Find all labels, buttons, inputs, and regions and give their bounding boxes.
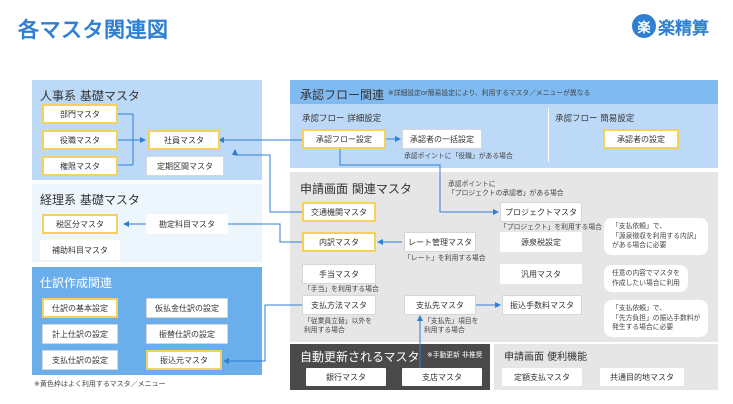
fee-callout: 「支払依頼」で、 「先方負担」の振込手数料が 発生する場合に必要 xyxy=(604,300,709,337)
allowance-use-note: 「手当」を利用する場合 xyxy=(304,285,379,293)
method-use-note-line1: 「従業員立替」以外を xyxy=(304,317,372,325)
auto-panel-note: ※手動更新 非推奨 xyxy=(427,351,483,359)
employee-master-box[interactable]: 社員マスタ xyxy=(148,130,220,150)
transport-master-box[interactable]: 交通機関マスタ xyxy=(302,202,376,222)
journal-panel-title: 仕訳作成関連 xyxy=(40,276,113,290)
commute-master-box[interactable]: 定期区間マスタ xyxy=(146,156,224,176)
account-master-box[interactable]: 勘定科目マスタ xyxy=(146,214,228,234)
acct-panel-title: 経理系 基礎マスタ xyxy=(40,193,140,207)
generic-callout-line2: 作成したい場合に利用 xyxy=(612,278,680,287)
approval-header xyxy=(290,80,718,104)
dept-master-box[interactable]: 部門マスタ xyxy=(42,104,118,124)
hr-panel-title: 人事系 基礎マスタ xyxy=(40,89,140,103)
generic-master-box[interactable]: 汎用マスタ xyxy=(500,264,582,284)
bulk-approver-box[interactable]: 承認者の一括設定 xyxy=(402,129,482,149)
tax-master-box[interactable]: 税区分マスタ xyxy=(42,214,118,234)
footer-note: ※黄色枠はよく利用するマスタ／メニュー xyxy=(34,380,166,388)
payee-use-note: 「支払先」項目を 利用する場合 xyxy=(424,317,478,335)
approval-detail-title: 承認フロー 詳細設定 xyxy=(302,114,382,124)
approval-panel: 承認フロー関連 ※詳細設定or簡易設定により、利用するマスタ／メニューが異なる … xyxy=(290,80,718,168)
role-master-box[interactable]: 役職マスタ xyxy=(42,130,118,150)
rate-use-note: 「レート」を利用する場合 xyxy=(404,254,486,262)
common-destination-box[interactable]: 共通目的地マスタ xyxy=(600,368,684,386)
bank-master-box[interactable]: 銀行マスタ xyxy=(306,368,386,386)
approval-panel-title: 承認フロー関連 xyxy=(300,88,385,102)
payee-master-box[interactable]: 支払先マスタ xyxy=(404,295,476,315)
fee-callout-line1: 「支払依頼」で、 xyxy=(612,304,667,312)
basic-journal-box[interactable]: 仕訳の基本設定 xyxy=(42,298,118,318)
perm-master-box[interactable]: 権限マスタ xyxy=(42,156,118,176)
payment-journal-box[interactable]: 支払仕訳の設定 xyxy=(42,350,118,370)
role-approval-note: 承認ポイントに「役職」がある場合 xyxy=(404,152,513,160)
suspense-journal-box[interactable]: 仮払金仕訳の設定 xyxy=(146,298,228,318)
allowance-master-box[interactable]: 手当マスタ xyxy=(302,264,376,284)
page-title: 各マスタ関連図 xyxy=(18,18,169,42)
approval-note: ※詳細設定or簡易設定により、利用するマスタ／メニューが異なる xyxy=(388,89,591,97)
transfer-fee-box[interactable]: 振込手数料マスタ xyxy=(502,295,582,315)
payment-method-box[interactable]: 支払方法マスタ xyxy=(302,295,376,315)
withholding-callout-line3: がある場合に必要 xyxy=(612,241,667,250)
subaccount-master-box[interactable]: 補助科目マスタ xyxy=(40,240,120,260)
project-approval-note-line1: 承認ポイントに xyxy=(448,180,496,188)
accrual-journal-box[interactable]: 計上仕訳の設定 xyxy=(42,324,118,344)
breakdown-master-box[interactable]: 内訳マスタ xyxy=(302,232,376,252)
withholding-callout-line2: 「源泉徴収を利用する内訳」 xyxy=(612,231,701,240)
withholding-callout-line1: 「支払依頼」で、 xyxy=(612,222,667,230)
auto-panel-title: 自動更新されるマスタ xyxy=(300,350,420,364)
fixed-payment-box[interactable]: 定額支払マスタ xyxy=(502,368,582,386)
source-account-box[interactable]: 振込元マスタ xyxy=(146,350,222,370)
convenience-panel-title: 申請画面 便利機能 xyxy=(504,352,588,363)
approval-simple-title: 承認フロー 簡易設定 xyxy=(555,114,635,124)
rate-master-box[interactable]: レート管理マスタ xyxy=(404,232,476,252)
line-method-source xyxy=(223,304,302,364)
approval-divider xyxy=(548,108,549,162)
brand-logo: 楽 楽精算 xyxy=(632,12,709,40)
project-master-box[interactable]: プロジェクトマスタ xyxy=(500,202,582,222)
fee-callout-line3: 発生する場合に必要 xyxy=(612,323,674,332)
fee-callout-line2: 「先方負担」の振込手数料が xyxy=(612,313,701,322)
method-use-note-line2: 利用する場合 xyxy=(304,326,345,335)
apply-panel-title: 申請画面 関連マスタ xyxy=(300,182,412,196)
generic-callout: 任意の内容でマスタを 作成したい場合に利用 xyxy=(604,265,688,293)
approver-setting-box[interactable]: 承認者の設定 xyxy=(603,129,679,149)
withholding-callout: 「支払依頼」で、 「源泉徴収を利用する内訳」 がある場合に必要 xyxy=(604,218,709,255)
project-use-note: 「プロジェクト」を利用する場合 xyxy=(500,223,602,231)
logo-text: 楽精算 xyxy=(658,18,709,39)
project-approval-note-line2: 「プロジェクトの承認者」がある場合 xyxy=(448,189,564,198)
payee-use-note-line1: 「支払先」項目を xyxy=(424,317,479,325)
project-approval-note: 承認ポイントに 「プロジェクトの承認者」がある場合 xyxy=(448,180,564,198)
method-use-note: 「従業員立替」以外を 利用する場合 xyxy=(304,317,372,335)
approval-flow-box[interactable]: 承認フロー設定 xyxy=(302,129,386,149)
withholding-setting-box[interactable]: 源泉税設定 xyxy=(500,232,582,252)
line-flow-project xyxy=(339,148,499,215)
line-transport-employee xyxy=(232,149,302,213)
branch-master-box[interactable]: 支店マスタ xyxy=(402,368,482,386)
generic-callout-line1: 任意の内容でマスタを xyxy=(612,269,680,277)
transfer-journal-box[interactable]: 振替仕訳の設定 xyxy=(146,324,228,344)
payee-use-note-line2: 利用する場合 xyxy=(424,326,465,335)
logo-mark-icon: 楽 xyxy=(632,14,656,38)
